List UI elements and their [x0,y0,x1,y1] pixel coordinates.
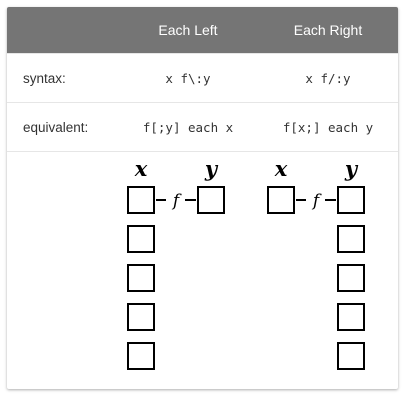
x-item-box [127,225,155,253]
diagram-empty-cell [7,151,118,388]
y-item-box [337,225,365,253]
x-item-box [127,264,155,292]
diagram-each-right-cell: x y f [258,151,398,388]
y-item-box [337,342,365,370]
syntax-each-right: x f/:y [258,53,398,103]
header-empty [7,7,118,54]
x-box [267,186,295,214]
x-item-box [127,303,155,331]
f-label: f [171,191,182,211]
y-label: y [344,156,359,181]
each-left-right-card: Each Left Each Right syntax: x f\:y x f/… [7,7,398,389]
header-each-left: Each Left [118,7,258,54]
row-label-equivalent: equivalent: [7,102,118,152]
equivalent-each-right: f[x;] each y [258,102,398,152]
table-row-syntax: syntax: x f\:y x f/:y [7,53,398,103]
table-row-diagram: x y f x [7,151,398,388]
y-item-box [337,264,365,292]
comparison-table: Each Left Each Right syntax: x f\:y x f/… [7,7,398,388]
x-item-box [127,186,155,214]
x-item-box [127,342,155,370]
y-item-box [337,186,365,214]
f-label: f [311,191,322,211]
each-left-diagram: x y f [127,156,225,370]
row-label-syntax: syntax: [7,53,118,103]
table-header-row: Each Left Each Right [7,7,398,54]
x-label: x [134,156,148,181]
table-row-equivalent: equivalent: f[;y] each x f[x;] each y [7,102,398,152]
y-label: y [204,156,219,181]
each-right-diagram: x y f [267,156,365,370]
syntax-each-left: x f\:y [118,53,258,103]
diagram-each-left-cell: x y f [118,151,258,388]
header-each-right: Each Right [258,7,398,54]
y-item-box [337,303,365,331]
y-box [197,186,225,214]
equivalent-each-left: f[;y] each x [118,102,258,152]
x-label: x [274,156,288,181]
